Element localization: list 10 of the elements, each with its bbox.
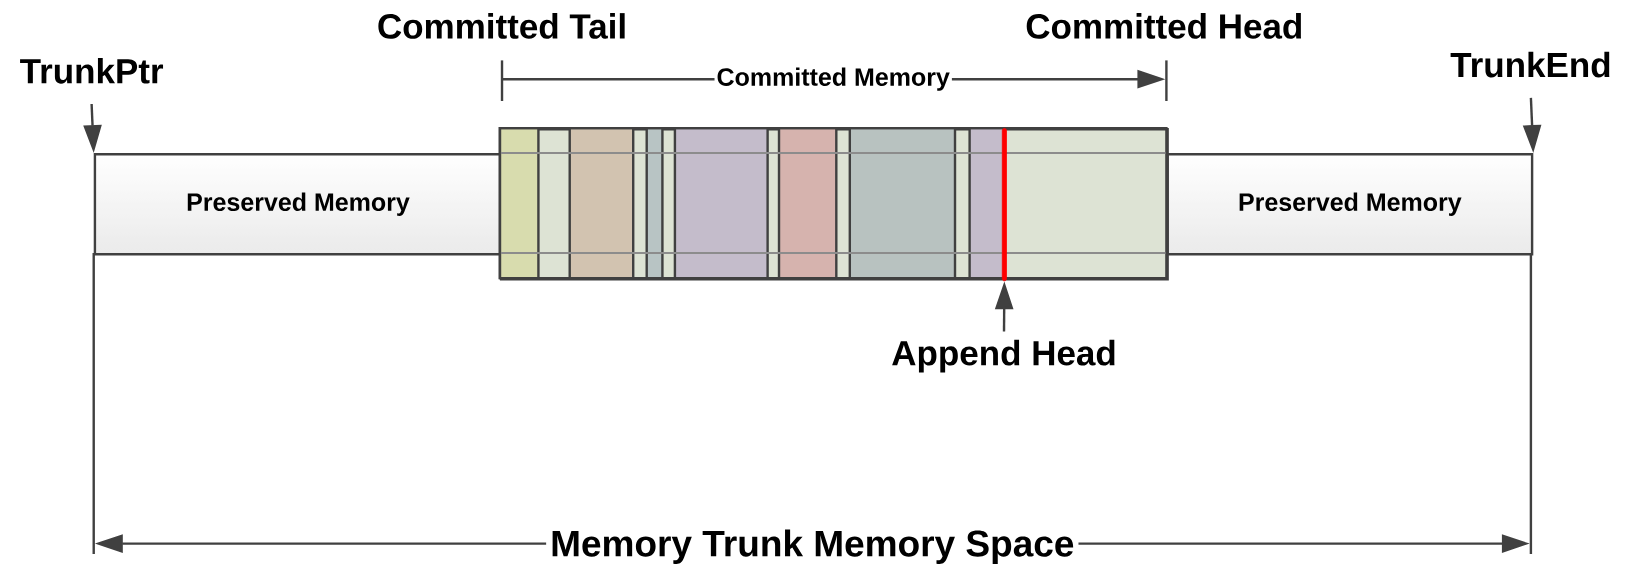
dimension-label: Memory Trunk Memory Space — [546, 525, 1079, 569]
pointer-label: TrunkPtr — [20, 57, 164, 84]
memory-box: Preserved Memory — [1166, 153, 1534, 256]
pointer-label: Committed Head — [1026, 13, 1301, 39]
dimension-label: Committed Memory — [714, 65, 952, 93]
pointer-label: Committed Tail — [378, 13, 625, 39]
pointer-label: TrunkEnd — [1450, 51, 1610, 78]
append-head-marker — [1001, 128, 1007, 282]
pointer-label: Append Head — [892, 339, 1115, 373]
memory-box: Preserved Memory — [93, 153, 503, 256]
